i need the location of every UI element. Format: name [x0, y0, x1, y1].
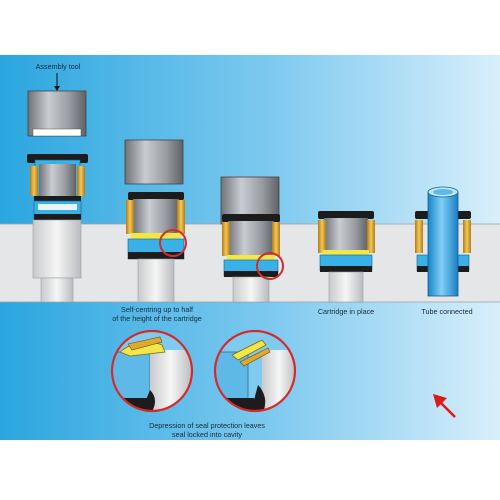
- cartridge-2: [126, 192, 185, 260]
- highlight-circle-2: [256, 252, 284, 280]
- red-arrow-icon: [433, 394, 456, 418]
- stage-2-self-centring: [124, 139, 187, 303]
- assembly-tool-2: [124, 139, 184, 185]
- label-depression-line1: Depression of seal protection leaves: [149, 421, 265, 430]
- label-self-centring-line2: of the height of the cartridge: [112, 314, 202, 323]
- stage-1-assembly: [27, 73, 88, 303]
- highlight-circle-1: [159, 229, 187, 257]
- label-tube-connected: Tube connected: [421, 307, 473, 316]
- assembly-tool: [27, 90, 87, 137]
- connected-tube: [427, 186, 459, 297]
- label-depression: Depression of seal protection leaves sea…: [112, 421, 302, 439]
- cartridge-3: [222, 214, 280, 277]
- fitting-body-4: [328, 271, 364, 303]
- label-cartridge-in-place: Cartridge in place: [317, 307, 375, 316]
- label-self-centring-line1: Self-centring up to half: [121, 305, 193, 314]
- stage-5-tube-connected: [415, 186, 471, 297]
- label-depression-line2: seal locked into cavity: [172, 430, 242, 439]
- cartridge-1: [27, 154, 88, 220]
- stage-3-pressing: [220, 176, 284, 303]
- label-assembly-tool: Assembly tool: [35, 62, 81, 71]
- detail-zoom-right: [213, 329, 297, 413]
- fitting-body-3: [232, 276, 270, 303]
- fitting-body-2: [137, 258, 175, 303]
- stage-4-cartridge-in-place: [318, 211, 375, 303]
- label-self-centring: Self-centring up to half of the height o…: [92, 305, 222, 323]
- detail-zoom-left: [110, 329, 194, 413]
- fitting-body-1: [32, 219, 82, 303]
